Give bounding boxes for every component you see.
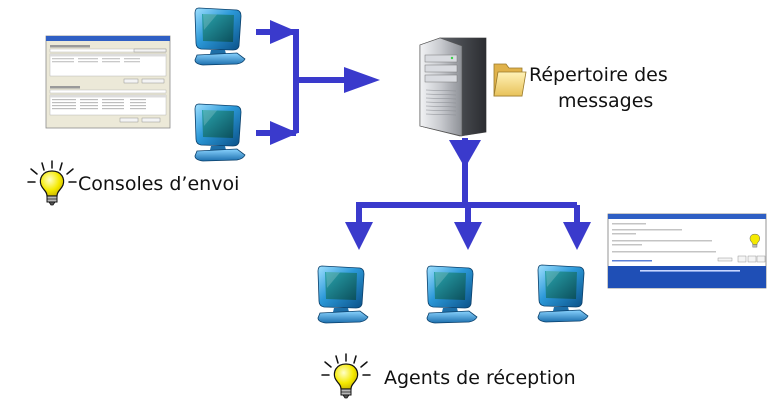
arrowheads: [270, 20, 591, 250]
folder-icon: [493, 63, 527, 97]
connector-lines: [256, 29, 580, 232]
computer-icon: [317, 265, 369, 324]
consoles-tip-bulb: [27, 160, 77, 206]
agents-tip-bulb: [321, 353, 371, 399]
lightbulb-icon: [321, 353, 371, 399]
computer-icon: [426, 265, 478, 324]
consoles-label: Consoles d’envoi: [78, 173, 239, 195]
agents-label: Agents de réception: [384, 367, 576, 389]
console-computer-top: [194, 7, 246, 66]
lightbulb-icon: [749, 233, 760, 248]
agent-computer-left: [317, 265, 369, 324]
arrowhead-server: [344, 67, 380, 93]
agent-computer-center: [426, 265, 478, 324]
arrowhead-agent-right: [563, 222, 591, 250]
arrowhead-bottom-console: [270, 121, 298, 145]
arrowhead-agent-left: [345, 222, 373, 250]
arrowhead-agent-center: [454, 222, 482, 250]
arrowhead-server-down: [449, 140, 481, 168]
repository-label-line2: messages: [558, 90, 653, 112]
arrowhead-top-console: [270, 20, 298, 44]
agent-computer-right: [537, 264, 589, 323]
lightbulb-icon: [27, 160, 77, 206]
computer-icon: [194, 103, 246, 162]
computer-icon: [194, 7, 246, 66]
computer-icon: [537, 264, 589, 323]
console-app-thumbnail: [45, 35, 171, 129]
agent-notification-thumbnail: [607, 213, 767, 289]
connector-top-console: [256, 29, 299, 133]
console-computer-bottom: [194, 103, 246, 162]
server-icon: [419, 37, 487, 137]
repository-label-line1: Répertoire des: [529, 64, 668, 86]
